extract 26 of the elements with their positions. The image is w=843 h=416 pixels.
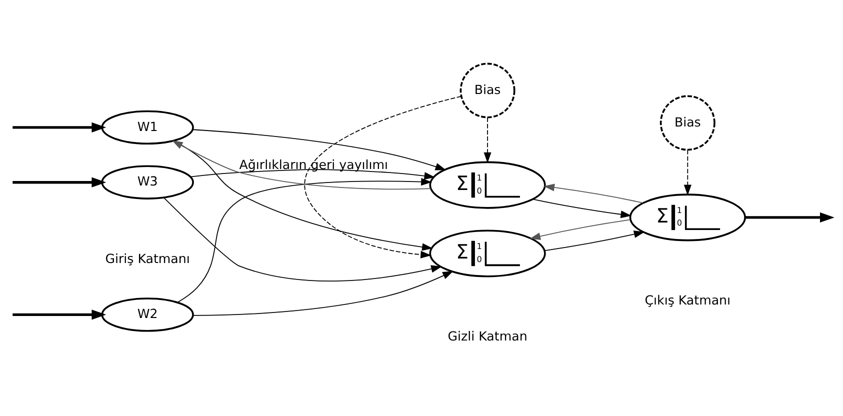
- arrow: [745, 212, 834, 222]
- arrow: [544, 230, 645, 251]
- arrow: [12, 176, 106, 187]
- edge-label: Ağırlıkların geri yayılımı: [239, 156, 388, 172]
- arrow: [190, 168, 436, 180]
- arrow: [544, 183, 644, 203]
- arrow: [12, 122, 106, 132]
- arrow: [684, 148, 692, 196]
- arrow: [192, 270, 454, 316]
- node-ellipse: W3: [101, 164, 194, 199]
- label: Giriş Katmanı: [105, 250, 190, 266]
- arrow: [484, 116, 492, 163]
- arrow: [12, 309, 106, 320]
- node-ellipse: W2: [101, 297, 194, 332]
- arrow: [163, 196, 442, 281]
- label: Çıkış Katmanı: [644, 292, 731, 308]
- arrow: [532, 198, 632, 218]
- arrow: [192, 128, 446, 170]
- arrow: [177, 178, 432, 302]
- node-circle: Bias: [660, 94, 716, 150]
- arrow: [304, 95, 462, 258]
- label: Gizli Katman: [448, 328, 528, 344]
- arrow: [172, 140, 432, 190]
- arrow: [530, 218, 631, 240]
- node-circle: Bias: [460, 62, 516, 118]
- node-ellipse: W1: [101, 110, 194, 144]
